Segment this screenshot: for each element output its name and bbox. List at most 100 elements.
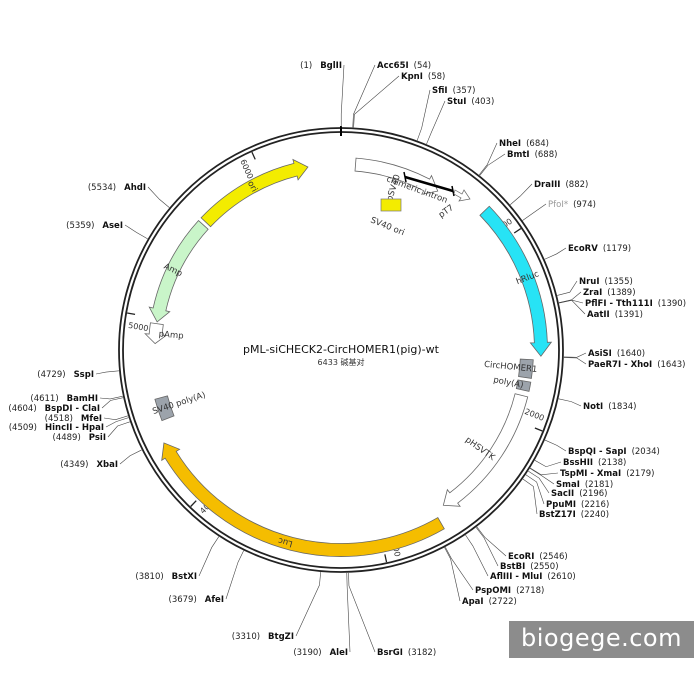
- site-leader-0: [340, 64, 345, 128]
- restriction-site: KpnI(58): [401, 72, 445, 82]
- site-name: NheI: [499, 139, 521, 149]
- site-position: (4349): [60, 460, 88, 470]
- site-name: BamHI: [67, 394, 98, 404]
- restriction-site: BsrGI(3182): [377, 648, 436, 658]
- site-leader-41: [124, 224, 148, 240]
- feature-SV40polyA: [154, 395, 175, 422]
- restriction-site: DraIII(882): [534, 180, 588, 190]
- site-leader-20: [529, 468, 555, 485]
- site-name: BspQI - SapI: [568, 447, 627, 457]
- restriction-site: (3679)AfeI: [169, 595, 224, 605]
- site-name: BstBI: [500, 562, 525, 572]
- restriction-site: BstZ17I(2240): [539, 510, 609, 520]
- site-position: (2196): [579, 489, 607, 499]
- feature-pAmp: [144, 322, 168, 345]
- site-name: SspI: [74, 370, 94, 380]
- site-position: (3190): [293, 648, 321, 658]
- site-name: AhdI: [124, 183, 146, 193]
- site-leader-34: [119, 449, 142, 465]
- restriction-site: (4729) SspI: [37, 370, 94, 380]
- restriction-site: AatII(1391): [587, 310, 643, 320]
- site-leader-28: [444, 547, 461, 602]
- site-name: EcoRV: [568, 244, 598, 254]
- site-position: (974): [573, 200, 596, 210]
- site-position: (5534): [88, 183, 116, 193]
- site-name: SacII: [551, 489, 574, 499]
- site-leader-37: [103, 415, 129, 420]
- restriction-site: SfiI(357): [432, 86, 475, 96]
- site-position: (2181): [585, 480, 613, 490]
- feature-CircHOMER1: [518, 358, 534, 379]
- tick-label-2000: 2000: [523, 407, 545, 423]
- site-position: (2550): [530, 562, 558, 572]
- feature-pSV40: [354, 157, 439, 195]
- restriction-site: BmtI(688): [507, 150, 557, 160]
- site-leader-2: [353, 75, 400, 128]
- feature-label-Luc: Luc: [277, 535, 294, 549]
- feature-label-pAmp: pAmp: [158, 329, 184, 341]
- restriction-site: (4489)PsiI: [53, 433, 106, 443]
- site-name: MfeI: [81, 414, 102, 424]
- site-position: (5359): [66, 221, 94, 231]
- site-leader-24: [476, 526, 507, 557]
- site-position: (1355): [605, 277, 633, 287]
- restriction-site: BssHII(2138): [563, 458, 626, 468]
- feature-hRluc: [479, 205, 553, 357]
- site-position: (688): [535, 150, 558, 160]
- map-center-labels: pML-siCHECK2-CircHOMER1(pig)-wt 6433 碱基对: [243, 343, 440, 367]
- site-leader-5: [478, 142, 498, 176]
- site-position: (403): [471, 97, 494, 107]
- site-position: (4509): [9, 423, 37, 433]
- site-position: (4489): [53, 433, 81, 443]
- restriction-site: SacII (2196): [551, 489, 608, 499]
- site-position: (2034): [632, 447, 660, 457]
- restriction-site: ApaI(2722): [462, 597, 517, 607]
- restriction-site: (4611) BamHI: [30, 394, 98, 404]
- small-features: SV40 ori chimeric intron pT7: [369, 171, 471, 238]
- restriction-site: NheI (684): [499, 139, 549, 149]
- restriction-site: SmaI(2181): [556, 480, 613, 490]
- tick-mark-5000: [127, 312, 136, 316]
- restriction-site: (4518)MfeI: [45, 414, 102, 424]
- restriction-site: NotI(1834): [583, 402, 636, 412]
- site-position: (2610): [547, 572, 575, 582]
- site-position: (4611): [30, 394, 58, 404]
- feature-label-polyA: poly(A): [492, 375, 524, 391]
- site-position: (2179): [626, 469, 654, 479]
- site-name: BssHII: [563, 458, 593, 468]
- site-name: AflIII - MluI: [490, 572, 542, 582]
- site-name: AleI: [330, 648, 348, 658]
- site-leader-27: [445, 546, 474, 591]
- site-position: (58): [428, 72, 445, 82]
- site-leader-29: [348, 572, 376, 653]
- site-leader-7: [510, 183, 533, 205]
- restriction-site: (5359)AseI: [66, 221, 123, 231]
- site-position: (2718): [516, 586, 544, 596]
- site-position: (2216): [581, 500, 609, 510]
- plasmid-size: 6433 碱基对: [318, 357, 365, 367]
- tick-mark-2000: [534, 427, 543, 432]
- site-position: (1640): [617, 349, 645, 359]
- site-leader-33: [198, 536, 220, 577]
- tick-label-6000: 6000: [238, 158, 255, 180]
- site-position: (1643): [657, 360, 685, 370]
- tick-mark-1000: [513, 227, 522, 234]
- restriction-site: (3810)BstXI: [135, 572, 197, 582]
- restriction-site: BstBI (2550): [500, 562, 559, 572]
- site-name: PpuMI: [546, 500, 576, 510]
- site-position: (2240): [581, 510, 609, 520]
- restriction-site: PpuMI (2216): [546, 500, 609, 510]
- pt7-arrow: [453, 189, 471, 202]
- chimeric-intron-cap-left: [403, 171, 407, 183]
- site-position: (4729): [37, 370, 65, 380]
- restriction-site: (4604)BspDI - ClaI: [8, 404, 100, 414]
- site-leader-42: [147, 186, 170, 208]
- site-position: (684): [526, 139, 549, 149]
- restriction-site: NruI(1355): [579, 277, 633, 287]
- restriction-site: (5534) AhdI: [88, 183, 146, 193]
- site-name: ZraI: [583, 288, 602, 298]
- feature-Amp: [148, 219, 209, 323]
- site-name: PfoI*: [548, 200, 568, 210]
- restriction-site: (3190) AleI: [293, 648, 348, 658]
